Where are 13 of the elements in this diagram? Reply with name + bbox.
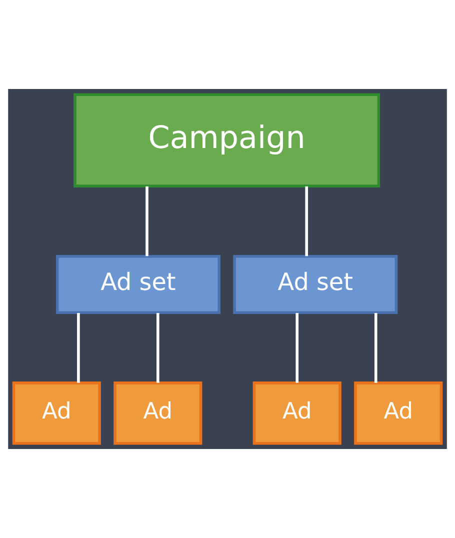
connector [296,313,299,383]
node-box: Ad set [56,254,220,314]
node-box: Ad [354,382,443,445]
connector [77,313,80,383]
node-box: Ad [12,382,101,445]
connector [156,313,160,383]
connector [374,313,378,383]
node-box: Ad [252,382,342,445]
node-box: Campaign [74,93,380,188]
node-box: Ad set [233,254,398,314]
node-box: Ad [114,382,202,445]
connector [305,186,308,256]
connector [146,186,148,256]
